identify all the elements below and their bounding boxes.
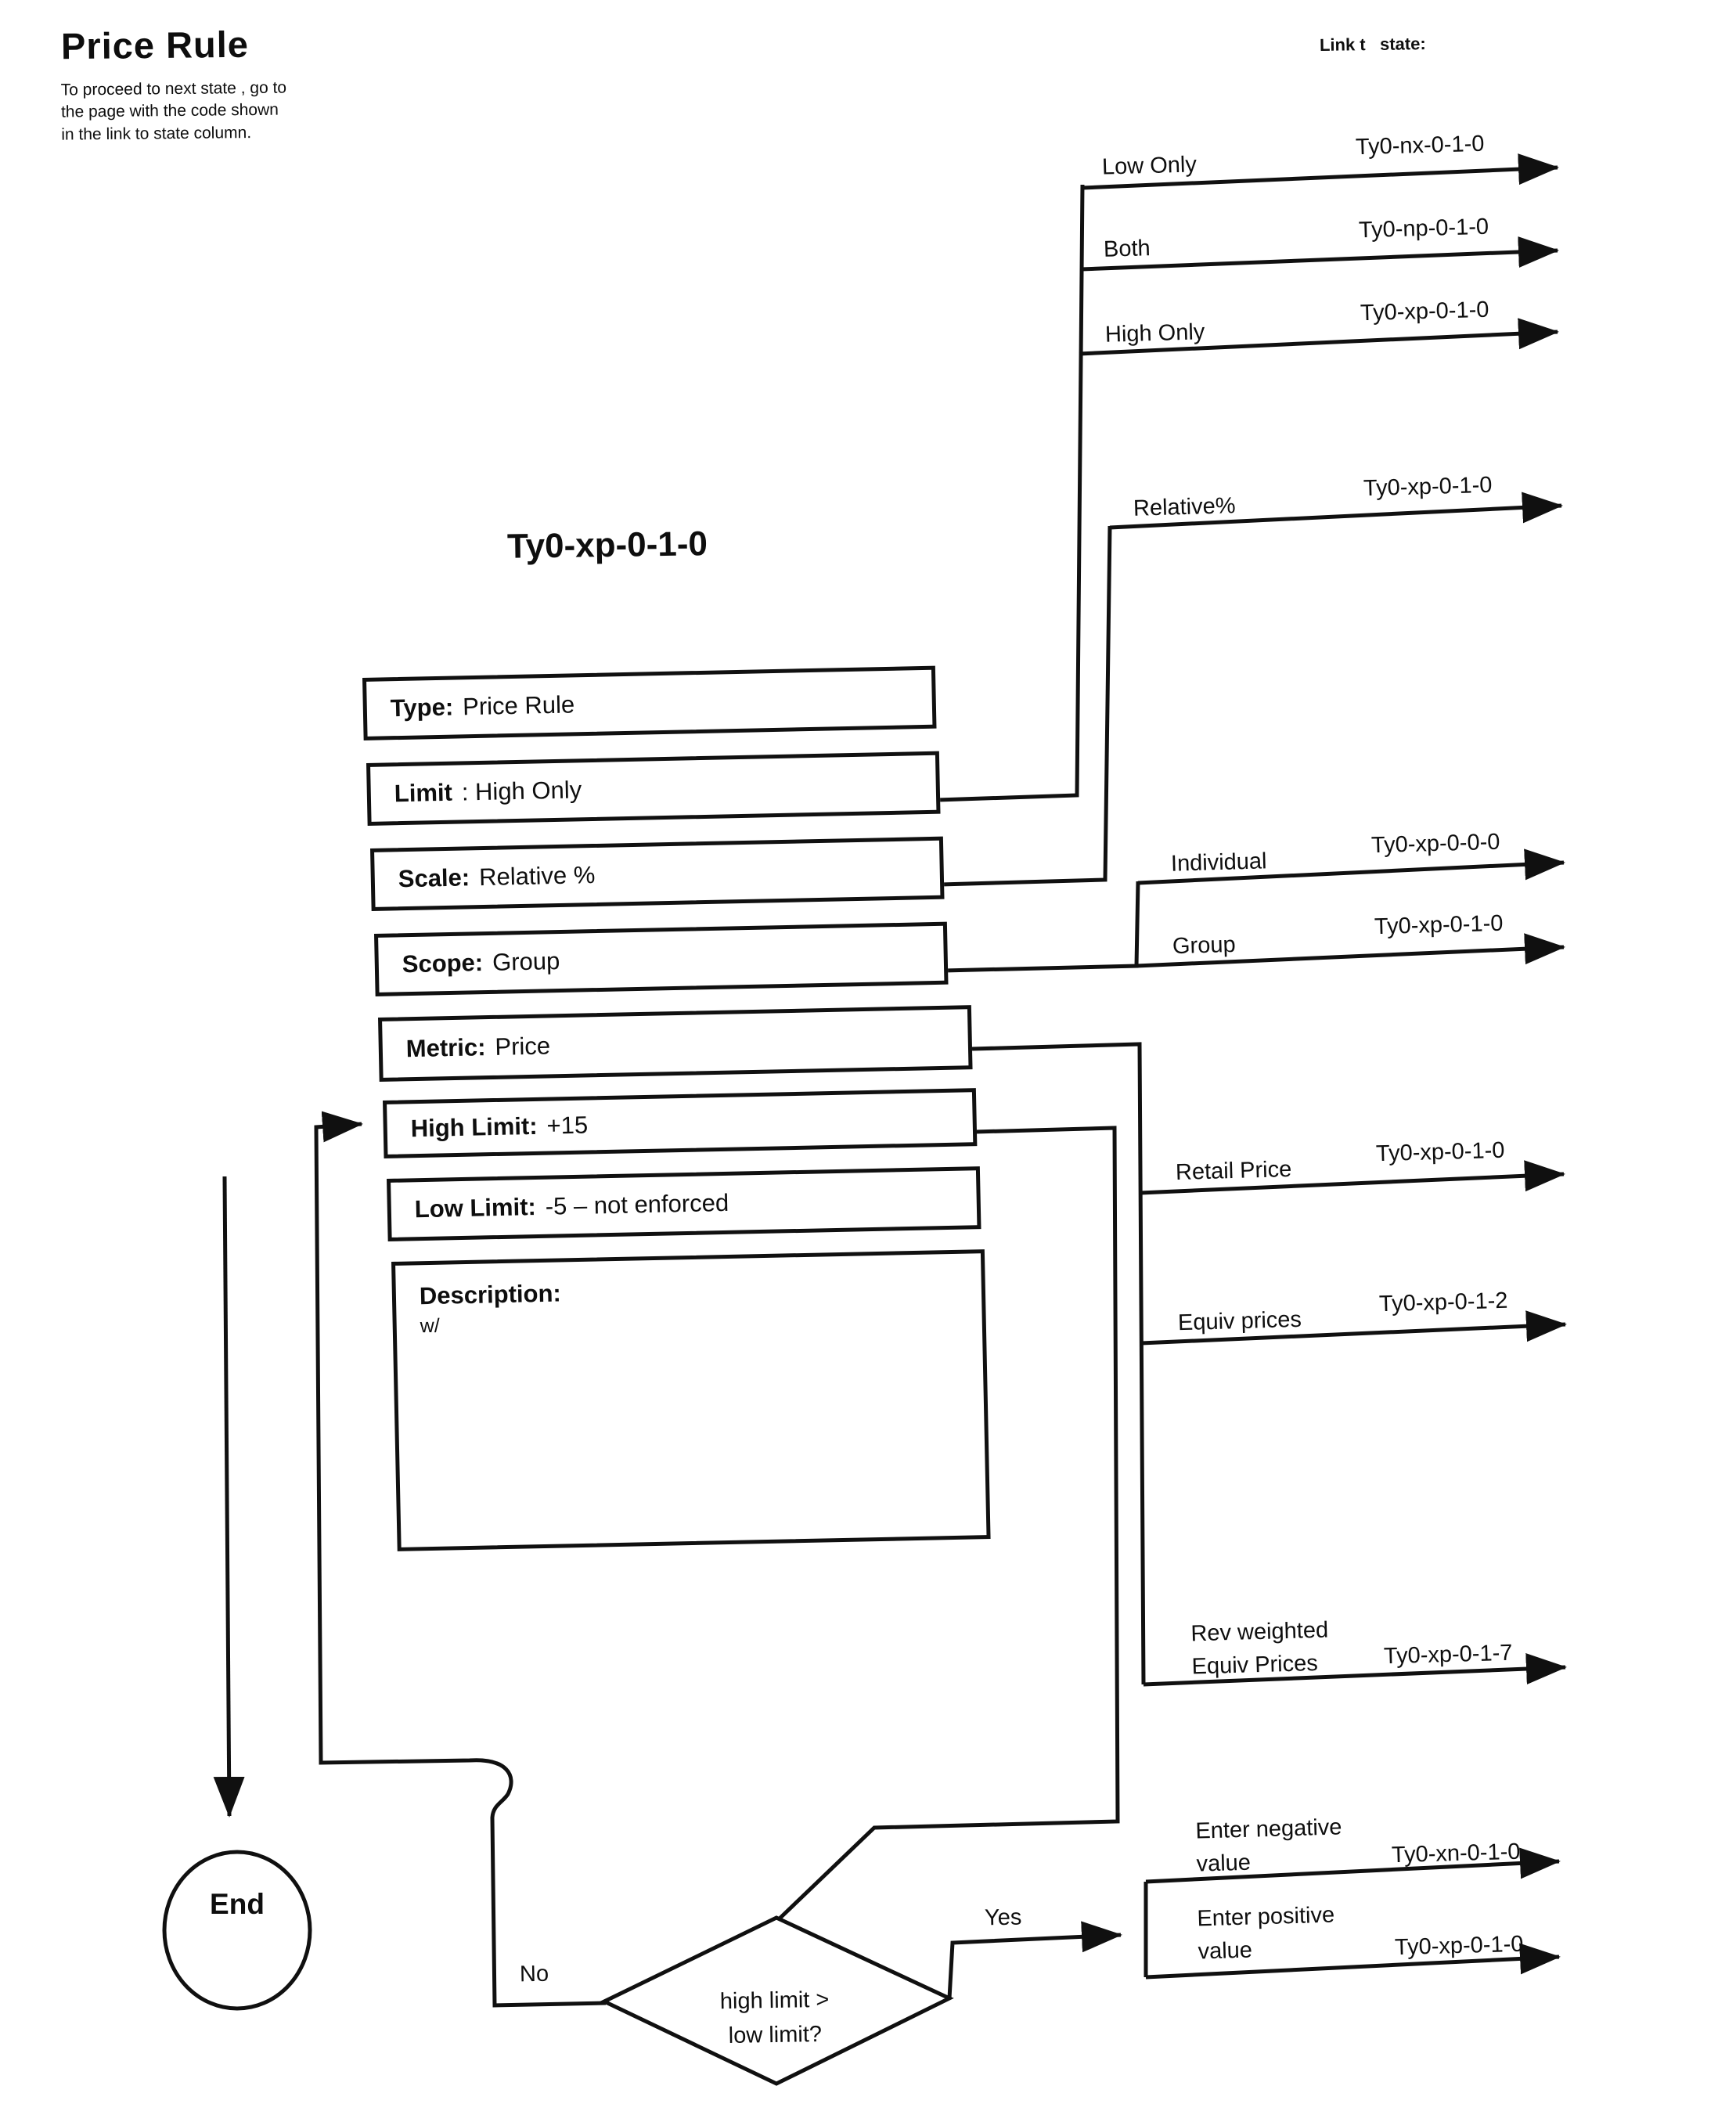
enter-positive-arrow [1145, 1943, 1561, 1980]
branch-label-low-only: Low Only [1101, 152, 1198, 180]
attr-label-high-limit: High Limit: [410, 1111, 538, 1143]
decision-question-line1: high limit > [719, 1987, 830, 2015]
branch-code-rev-weighted: Ty0-xp-0-1-7 [1383, 1640, 1513, 1670]
attribute-box-scope: Scope: Group [374, 921, 949, 996]
branch-label-retail-price: Retail Price [1175, 1156, 1292, 1186]
branch-label-equiv-prices: Equiv prices [1177, 1306, 1302, 1336]
intro-note: To proceed to next state , go to the pag… [60, 78, 287, 144]
decision-diamond-shape [600, 1915, 954, 2086]
attr-value-scale: Relative % [478, 860, 596, 892]
individual-arrow [1137, 848, 1565, 885]
yes-arrow [947, 1921, 1122, 1999]
scale-trunk-line [940, 525, 1112, 887]
limit-trunk-line [937, 184, 1085, 802]
branch-code-low-only: Ty0-nx-0-1-0 [1355, 131, 1485, 160]
metric-trunk-line [971, 1042, 1146, 1685]
scope-trunk-line [943, 881, 1140, 973]
branch-code-enter-negative: Ty0-xn-0-1-0 [1391, 1839, 1521, 1868]
branch-label-enter-positive-line2: value [1198, 1937, 1253, 1965]
yes-label: Yes [984, 1904, 1022, 1931]
no-label: No [519, 1961, 549, 1987]
branch-label-rev-weighted-line2: Equiv Prices [1191, 1650, 1319, 1680]
attr-label-limit: Limit [394, 778, 453, 808]
attr-label-low-limit: Low Limit: [414, 1193, 537, 1223]
branch-label-rev-weighted-line1: Rev weighted [1190, 1617, 1329, 1647]
branch-label-rev-weighted: Rev weighted Equiv Prices [1190, 1614, 1330, 1684]
high-limit-to-decision-line [778, 1126, 1120, 1920]
retail-price-arrow [1140, 1160, 1565, 1195]
both-arrow [1080, 236, 1559, 272]
branch-label-relative: Relative% [1133, 493, 1236, 521]
attribute-box-description: Description: w/ [391, 1249, 991, 1551]
branch-code-both: Ty0-np-0-1-0 [1358, 214, 1489, 243]
page-title: Price Rule [60, 23, 250, 67]
end-arrow [213, 1176, 245, 1818]
branch-code-individual: Ty0-xp-0-0-0 [1370, 829, 1500, 859]
end-terminal-label: End [210, 1888, 265, 1920]
end-circle-shape [162, 1850, 312, 2011]
attr-label-description: Description: [419, 1279, 562, 1310]
low-only-arrow [1082, 153, 1559, 190]
attribute-box-scale: Scale: Relative % [370, 836, 945, 911]
branch-label-group: Group [1172, 931, 1237, 960]
branch-code-group: Ty0-xp-0-1-0 [1374, 910, 1504, 940]
equiv-prices-arrow [1140, 1310, 1567, 1346]
branch-code-enter-positive: Ty0-xp-0-1-0 [1394, 1931, 1524, 1961]
rev-weighted-arrow [1143, 1653, 1567, 1687]
branch-label-enter-positive: Enter positive value [1197, 1899, 1336, 1969]
branch-label-both: Both [1103, 236, 1151, 262]
attribute-box-low-limit: Low Limit: -5 – not enforced [387, 1166, 981, 1241]
no-loop-arrow [314, 1111, 607, 2008]
attribute-box-metric: Metric: Price [378, 1005, 973, 1082]
branch-label-enter-positive-line1: Enter positive [1196, 1902, 1335, 1932]
attr-value-metric: Price [495, 1032, 551, 1061]
branch-label-enter-negative-line1: Enter negative [1195, 1814, 1342, 1844]
branch-code-relative: Ty0-xp-0-1-0 [1363, 472, 1493, 502]
group-arrow [1136, 933, 1565, 968]
attr-value-description: w/ [420, 1314, 441, 1338]
attr-label-type: Type: [390, 693, 454, 722]
attr-value-limit: : High Only [461, 776, 582, 806]
attribute-box-limit: Limit : High Only [366, 751, 941, 826]
attribute-box-type: Type: Price Rule [362, 665, 937, 740]
attr-label-metric: Metric: [405, 1033, 486, 1063]
attr-label-scale: Scale: [398, 863, 470, 893]
decision-question: high limit > low limit? [672, 1983, 877, 2055]
attr-label-scope: Scope: [402, 949, 484, 978]
branch-label-enter-negative: Enter negative value [1195, 1810, 1343, 1880]
branch-code-retail-price: Ty0-xp-0-1-0 [1375, 1137, 1505, 1167]
attr-value-high-limit: +15 [546, 1111, 589, 1140]
relative-arrow [1109, 492, 1563, 530]
attr-value-type: Price Rule [462, 690, 575, 721]
decision-question-line2: low limit? [728, 2021, 823, 2048]
attr-value-low-limit: -5 – not enforced [545, 1188, 729, 1220]
attr-value-scope: Group [492, 947, 560, 976]
enter-negative-arrow [1145, 1847, 1561, 1884]
branch-code-equiv-prices: Ty0-xp-0-1-2 [1378, 1288, 1508, 1317]
branch-label-individual: Individual [1170, 848, 1267, 877]
high-only-arrow [1079, 318, 1559, 356]
state-code-heading: Ty0-xp-0-1-0 [506, 524, 708, 566]
branch-code-high-only: Ty0-xp-0-1-0 [1360, 297, 1489, 326]
branch-label-high-only: High Only [1104, 319, 1205, 348]
link-state-column-header: Link t state: [1319, 34, 1426, 55]
branch-label-enter-negative-line2: value [1196, 1850, 1252, 1877]
